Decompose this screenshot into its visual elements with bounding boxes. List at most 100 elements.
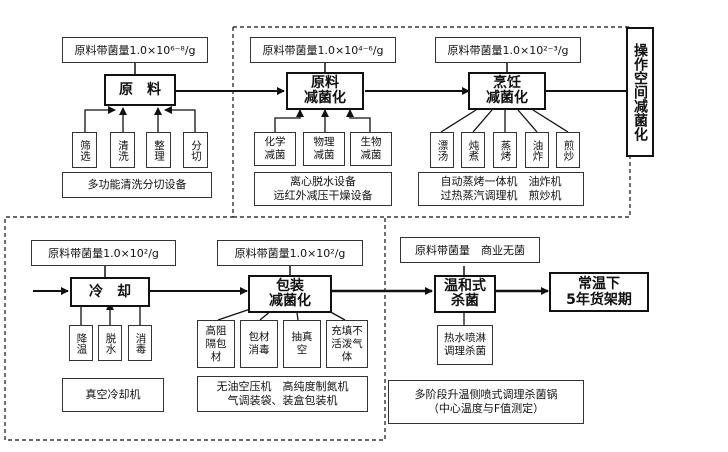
sterilize-count-text: 原料带菌量 商业无菌 [415, 244, 525, 257]
raw-step-3: 整理 [146, 132, 171, 168]
sterilize-title-line1: 温和式 [444, 278, 486, 294]
raw-equipment-box: 多功能清洗分切设备 [62, 172, 212, 198]
cool-step-1-text: 降温 [75, 332, 88, 354]
cook-title-line2: 减菌化 [486, 90, 528, 106]
cook-step-3-text: 蒸烤 [499, 139, 512, 161]
pack-title-box: 包装 减菌化 [248, 275, 332, 313]
sterilize-title-line2: 杀菌 [451, 293, 479, 309]
cool-title-box: 冷 却 [70, 277, 150, 307]
cook-step-5: 煎炒 [556, 132, 580, 168]
pack-equipment-box: 无油空压机 高纯度制氮机 气调装袋、装盒包装机 [197, 376, 368, 412]
sterilize-step-1-l1: 热水喷淋 [444, 332, 486, 344]
cook-step-4-text: 油炸 [531, 139, 544, 161]
cool-equipment-box: 真空冷却机 [62, 378, 164, 412]
operation-space-label: 操作空间减菌化 [626, 27, 654, 157]
pack-step-2-l2: 消毒 [248, 344, 270, 356]
operation-space-text: 操作空间减菌化 [632, 43, 648, 141]
shelf-life-line1: 常温下 [578, 276, 620, 292]
reduce-step-1: 化学减菌 [254, 132, 296, 166]
raw-step-1-text: 筛选 [79, 139, 91, 161]
cook-step-1-text: 漂汤 [436, 139, 449, 161]
raw-step-4-text: 分切 [190, 139, 202, 161]
cook-title-line1: 烹饪 [493, 75, 521, 91]
pack-count-box: 原料带菌量1.0×10²/g [217, 240, 363, 266]
cook-step-4: 油炸 [525, 132, 549, 168]
raw-title-text: 原 料 [119, 81, 161, 98]
pack-step-2: 包材消毒 [240, 320, 278, 368]
cool-step-2-text: 脱水 [104, 332, 117, 354]
reduce-title-box: 原料 减菌化 [286, 72, 364, 110]
pack-step-1-l1: 高阻 [205, 324, 227, 337]
cook-step-1: 漂汤 [430, 132, 454, 168]
cool-count-box: 原料带菌量1.0×10²/g [31, 240, 176, 266]
cool-step-3-text: 消毒 [134, 332, 147, 354]
raw-count-text: 原料带菌量1.0×10⁶⁻⁸/g [74, 44, 196, 57]
pack-step-3-l1: 抽真 [291, 331, 313, 343]
cook-equipment-box: 自动蒸烤一体机 油炸机 过热蒸汽调理机 煎炒机 [418, 172, 584, 206]
raw-step-2: 清洗 [110, 132, 135, 168]
pack-step-1: 高阻隔包材 [197, 320, 235, 368]
cook-step-3: 蒸烤 [493, 132, 517, 168]
sterilize-step-1: 热水喷淋调理杀菌 [437, 325, 493, 365]
cook-step-2-text: 炖煮 [467, 139, 480, 161]
reduce-step-2-l1: 物理 [313, 136, 335, 148]
cook-equipment-l1: 自动蒸烤一体机 油炸机 [440, 175, 562, 188]
pack-title-line1: 包装 [276, 278, 304, 294]
pack-step-3-l2: 空 [296, 344, 308, 356]
pack-step-1-l3: 材 [210, 350, 222, 363]
pack-equipment-l1: 无油空压机 高纯度制氮机 [216, 380, 349, 393]
reduce-equipment-l2: 远红外减压干燥设备 [273, 189, 373, 202]
pack-step-4: 充填不活泼气体 [326, 320, 368, 368]
pack-step-4-l1: 充填不 [331, 324, 363, 337]
sterilize-equipment-l2: （中心温度与F值测定） [427, 402, 545, 415]
cook-count-text: 原料带菌量1.0×10²⁻³/g [447, 44, 569, 57]
sterilize-title-box: 温和式 杀菌 [434, 275, 496, 313]
reduce-equipment-box: 离心脱水设备 远红外减压干燥设备 [254, 172, 392, 206]
raw-step-4: 分切 [183, 132, 208, 168]
dashed-region-join [4, 27, 386, 441]
pack-equipment-l2: 气调装袋、装盒包装机 [227, 394, 338, 407]
cook-step-2: 炖煮 [461, 132, 485, 168]
reduce-step-1-l2: 减菌 [264, 149, 286, 161]
pack-step-4-l3: 体 [341, 350, 353, 363]
cool-title-text: 冷 却 [89, 283, 131, 300]
pack-count-text: 原料带菌量1.0×10²/g [234, 247, 346, 260]
raw-step-3-text: 整理 [153, 139, 165, 161]
cool-step-2: 脱水 [98, 325, 122, 361]
shelf-life-box: 常温下 5年货架期 [549, 272, 649, 312]
shelf-life-line2: 5年货架期 [566, 292, 632, 308]
raw-step-2-text: 清洗 [117, 139, 129, 161]
raw-title-box: 原 料 [104, 74, 176, 106]
pack-step-1-l2: 隔包 [205, 337, 227, 350]
reduce-step-3-l1: 生物 [360, 136, 382, 148]
raw-count-box: 原料带菌量1.0×10⁶⁻⁸/g [62, 37, 208, 63]
reduce-title-line2: 减菌化 [304, 90, 346, 106]
sterilize-step-1-l2: 调理杀菌 [444, 345, 486, 357]
reduce-title-line1: 原料 [311, 75, 339, 91]
pack-step-3: 抽真空 [283, 320, 321, 368]
cool-step-1: 降温 [69, 325, 93, 361]
reduce-step-2: 物理减菌 [303, 132, 345, 166]
reduce-step-3-l2: 减菌 [360, 149, 382, 161]
raw-step-1: 筛选 [72, 132, 97, 168]
reduce-step-2-l2: 减菌 [313, 149, 335, 161]
cook-equipment-l2: 过热蒸汽调理机 煎炒机 [440, 189, 562, 202]
cook-step-5-text: 煎炒 [562, 139, 575, 161]
cool-step-3: 消毒 [128, 325, 152, 361]
cool-count-text: 原料带菌量1.0×10²/g [48, 247, 159, 260]
cook-count-box: 原料带菌量1.0×10²⁻³/g [435, 37, 581, 63]
sterilize-equipment-box: 多阶段升温侧喷式调理杀菌锅 （中心温度与F值测定） [388, 380, 584, 424]
pack-step-2-l1: 包材 [248, 331, 270, 343]
reduce-count-text: 原料带菌量1.0×10⁴⁻⁶/g [262, 44, 384, 57]
raw-equipment-text: 多功能清洗分切设备 [87, 178, 187, 191]
cook-title-box: 烹饪 减菌化 [468, 72, 546, 110]
reduce-step-3: 生物减菌 [350, 132, 392, 166]
pack-title-line2: 减菌化 [269, 293, 311, 309]
reduce-equipment-l1: 离心脱水设备 [290, 175, 356, 188]
reduce-step-1-l1: 化学 [264, 136, 286, 148]
cool-equipment-text: 真空冷却机 [85, 388, 141, 401]
sterilize-equipment-l1: 多阶段升温侧喷式调理杀菌锅 [414, 388, 558, 401]
reduce-count-box: 原料带菌量1.0×10⁴⁻⁶/g [250, 37, 396, 63]
pack-step-4-l2: 活泼气 [331, 337, 363, 350]
sterilize-count-box: 原料带菌量 商业无菌 [400, 237, 540, 263]
